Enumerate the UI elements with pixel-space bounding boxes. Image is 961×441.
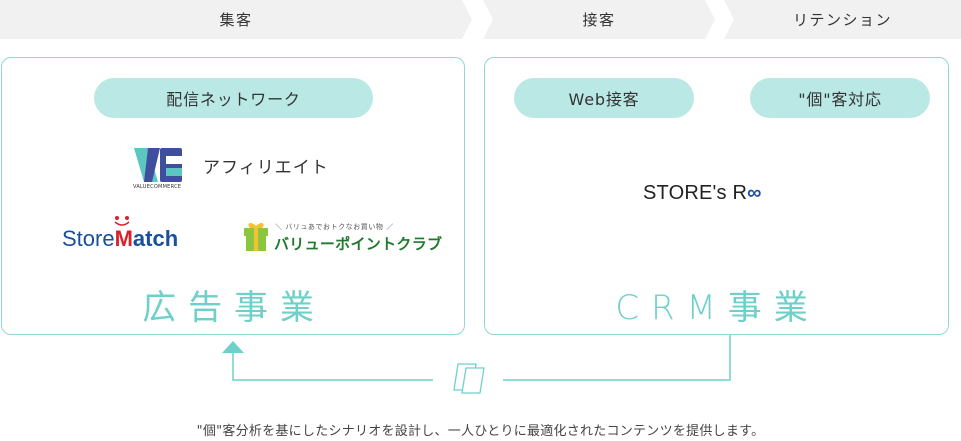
storematch-store: Store (62, 226, 115, 251)
smile-icon (114, 216, 130, 226)
advertising-panel: 配信ネットワーク VALUECOMMERCE アフィリエイト StoreMatc… (1, 57, 465, 335)
individual-customer-pill: "個"客対応 (750, 78, 930, 118)
phase-attract: 集客 (0, 0, 472, 39)
pill-label: 配信ネットワーク (166, 90, 301, 109)
caption: "個"客分析を基にしたシナリオを設計し、一人ひとりに最適化されたコンテンツを提供… (196, 424, 765, 439)
valuecommerce-logo-text: VALUECOMMERCE (133, 184, 182, 190)
affiliate-label: アフィリエイト (203, 158, 329, 178)
valuecommerce-logo-icon (134, 148, 182, 182)
arrow-up-icon (222, 341, 244, 353)
distribution-network-pill: 配信ネットワーク (94, 78, 373, 118)
pill-label: Web接客 (568, 90, 640, 109)
web-engagement-pill: Web接客 (514, 78, 694, 118)
pill-label: "個"客対応 (798, 90, 882, 109)
storematch-logo: StoreMatch (62, 226, 178, 252)
phase-engage: 接客 (483, 0, 715, 39)
feedback-connector (222, 335, 731, 381)
gift-icon (244, 222, 268, 251)
storematch-m: M (114, 226, 133, 251)
phase-label: 接客 (582, 11, 616, 29)
stores-roo-infinity: ∞ (747, 182, 762, 204)
phase-retention: リテンション (724, 0, 961, 39)
value-point-tagline: ＼ バリュあでおトクなお買い物 ／ (275, 223, 394, 231)
stores-roo-text: STORE's R (643, 182, 748, 204)
phase-label: 集客 (219, 11, 253, 29)
crm-panel: Web接客 "個"客対応 STORE's R∞ CRM事業 (484, 57, 949, 335)
value-point-club-name: バリューポイントクラブ (274, 235, 443, 253)
storematch-atch: atch (132, 226, 179, 251)
advertising-business-title: 広告事業 (142, 288, 326, 328)
stores-roo-logo: STORE's R∞ (643, 182, 762, 205)
documents-icon (453, 363, 485, 394)
crm-business-title: CRM事業 (615, 288, 820, 328)
phase-label: リテンション (792, 11, 892, 29)
